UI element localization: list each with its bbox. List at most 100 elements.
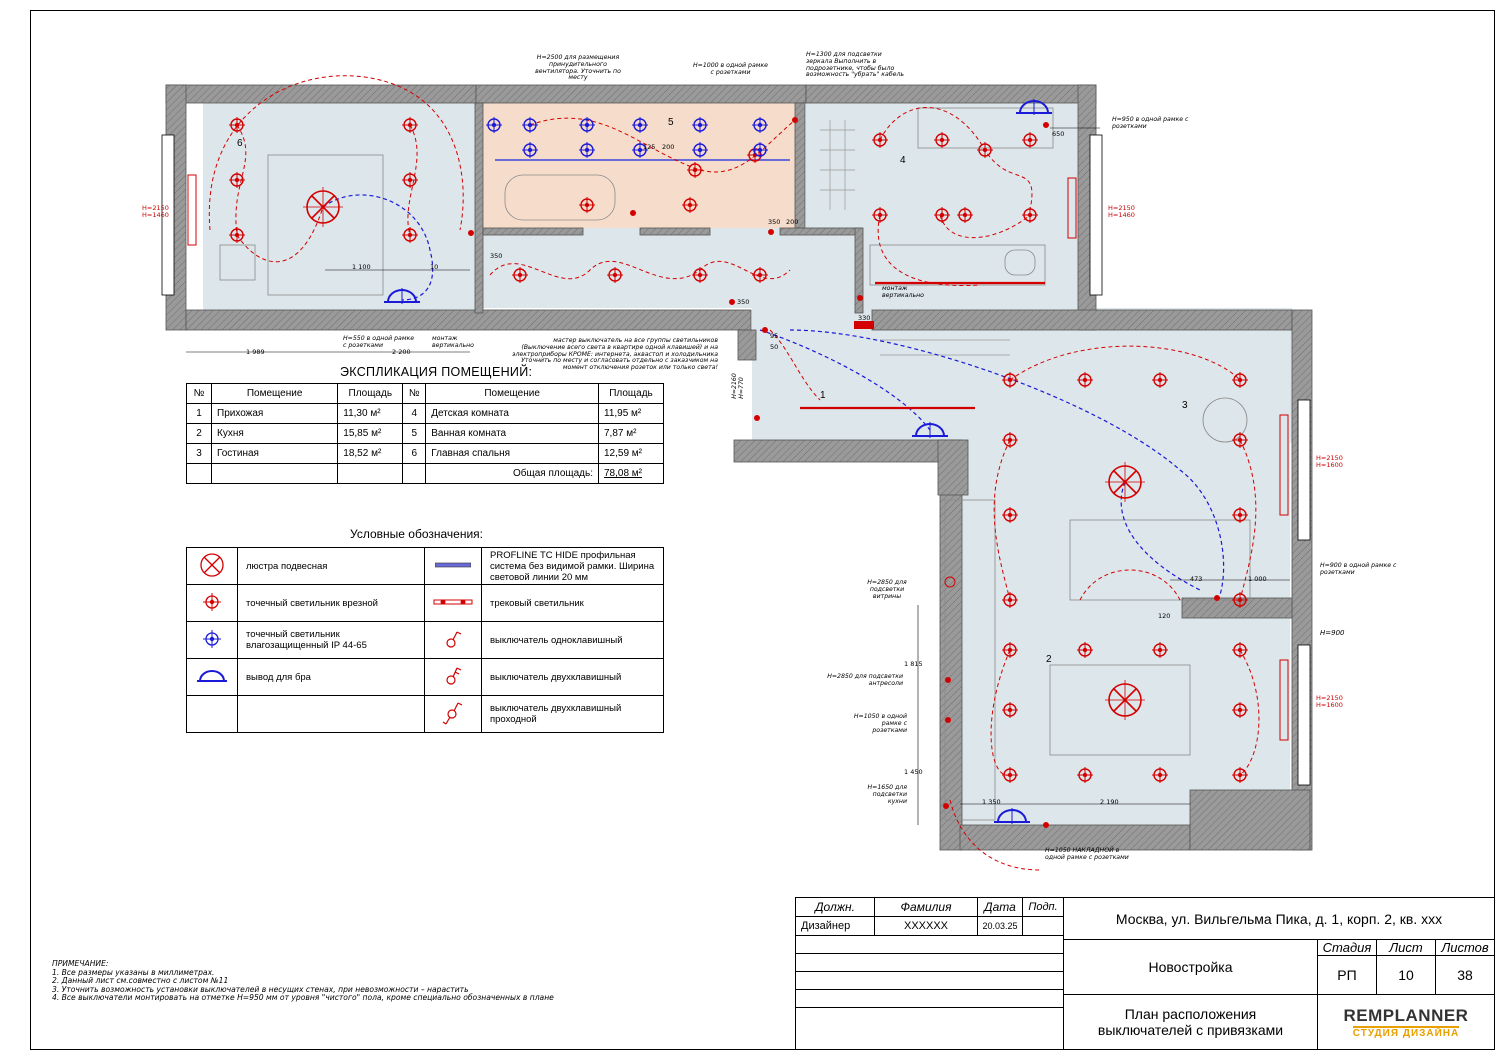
- stamp-sign: [1022, 916, 1064, 936]
- room-number-1: 1: [820, 390, 826, 401]
- room-number-6: 6: [237, 138, 243, 149]
- dim-label: 1 350: [982, 798, 1001, 806]
- explication-total-row: Общая площадь: 78,08 м²: [186, 463, 664, 484]
- legend-label: выключатель двухклавишный проходной: [481, 695, 664, 733]
- note-h900a: Н=900 в одной рамке с розетками: [1320, 562, 1397, 576]
- legend-label: люстра подвесная: [237, 547, 425, 585]
- table-row: 3 Гостиная 18,52 м² 6 Главная спальня 12…: [186, 443, 664, 464]
- dim-label: 350: [768, 218, 781, 226]
- sconce-outlet-icon: [186, 658, 238, 696]
- table-cell: 11,95 м²: [598, 403, 664, 424]
- legend-row: выключатель двухклавишный проходной: [186, 695, 664, 733]
- legend-row: точечный светильник врезной трековый све…: [186, 584, 664, 622]
- room-number-2: 2: [1046, 654, 1052, 665]
- note-fan: Н=2500 для размещения принудительного ве…: [535, 54, 621, 82]
- table-cell: 11,30 м²: [337, 403, 404, 424]
- table-cell: 12,59 м²: [598, 443, 664, 464]
- stamp-empty-row: [795, 971, 1064, 990]
- stamp-empty-row: [795, 953, 1064, 972]
- dim-label: 1 100: [352, 263, 371, 271]
- total-value: 78,08 м²: [598, 463, 664, 484]
- track-light-icon: [424, 584, 482, 622]
- stamp-address: Москва, ул. Вильгельма Пика, д. 1, корп.…: [1063, 897, 1495, 940]
- dim-label: 95: [770, 332, 779, 340]
- table-header: Площадь: [598, 383, 664, 404]
- note-h2850b: Н=2850 для подсветки антресоли: [827, 673, 903, 687]
- stamp-sheet: 10: [1376, 955, 1436, 995]
- double-switch-icon: [424, 658, 482, 696]
- dim-label: 1 000: [1248, 575, 1267, 583]
- legend-table: люстра подвесная PROFLINE TC HIDE профил…: [186, 547, 664, 733]
- stamp-header-surname: Фамилия: [874, 897, 978, 917]
- stamp-surname: XXXXXX: [874, 916, 978, 936]
- stamp-stage-header: Стадия: [1317, 939, 1377, 956]
- table-cell: 5: [402, 423, 427, 444]
- note-line: 1. Все размеры указаны в миллиметрах.: [52, 967, 215, 977]
- legend-label: [237, 695, 425, 733]
- explication-table: № Помещение Площадь № Помещение Площадь …: [186, 383, 664, 484]
- legend-label: трековый светильник: [481, 584, 664, 622]
- stamp-date: 20.03.25: [977, 916, 1023, 936]
- chandelier-icon: [186, 547, 238, 585]
- room-number-4: 4: [900, 155, 906, 166]
- note-h1050-overlay: Н=1050 НАКЛАДНОЙ в одной рамке с розетка…: [1045, 847, 1129, 861]
- note-h950: Н=950 в одной рамке с розетками: [1112, 116, 1189, 130]
- legend-row: точечный светильник влагозащищенный IP 4…: [186, 621, 664, 659]
- legend-label: выключатель двухклавишный: [481, 658, 664, 696]
- dim-label: 10: [430, 263, 439, 271]
- legend-label: точечный светильник влагозащищенный IP 4…: [237, 621, 425, 659]
- sheet-frame: [30, 10, 1495, 1050]
- waterproof-spot-icon: [186, 621, 238, 659]
- legend-label: точечный светильник врезной: [237, 584, 425, 622]
- dim-label: 330: [858, 314, 871, 322]
- dim-label: 50: [770, 343, 779, 351]
- note-h900: Н=900: [1320, 629, 1345, 637]
- dim-label: 350: [490, 252, 503, 260]
- logo-sub: СТУДИЯ ДИЗАЙНА: [1352, 1025, 1460, 1039]
- dim-label: 2 200: [392, 348, 411, 356]
- dim-label: 120: [1158, 612, 1171, 620]
- dim-window-height: Н=2150 Н=1600: [1316, 454, 1343, 469]
- legend-label: вывод для бра: [237, 658, 425, 696]
- note-vertical-2: монтаж вертикально: [882, 285, 924, 299]
- table-header: №: [402, 383, 427, 404]
- dim-label: 200: [786, 218, 799, 226]
- legend-title: Условные обозначения:: [350, 527, 483, 541]
- stamp-header-sign: Подп.: [1022, 897, 1064, 917]
- legend-label: выключатель одноклавишный: [481, 621, 664, 659]
- room-number-5: 5: [668, 117, 674, 128]
- table-cell: 15,85 м²: [337, 423, 404, 444]
- note-line: 4. Все выключатели монтировать на отметк…: [52, 993, 554, 1002]
- table-row: 1 Прихожая 11,30 м² 4 Детская комната 11…: [186, 403, 664, 424]
- stamp-header-role: Должн.: [795, 897, 875, 917]
- table-cell: Прихожая: [210, 403, 339, 424]
- legend-row: вывод для бра выключатель двухклавишный: [186, 658, 664, 696]
- dim-window-height: Н=2150 Н=1600: [1316, 694, 1343, 709]
- stamp-empty-row: [795, 1007, 1064, 1050]
- table-header: Помещение: [425, 383, 599, 404]
- dim-window-height: Н=2150 Н=1460: [1108, 204, 1135, 219]
- note-line: 2. Данный лист см.совместно с листом №11: [52, 976, 229, 985]
- stamp-stage: РП: [1317, 955, 1377, 995]
- table-row: 2 Кухня 15,85 м² 5 Ванная комната 7,87 м…: [186, 423, 664, 444]
- note-h1050: Н=1050 в одной рамке с розетками: [853, 713, 907, 734]
- table-cell: 18,52 м²: [337, 443, 404, 464]
- note-h550: Н=550 в одной рамке с розетками: [343, 335, 415, 349]
- notes-title: ПРИМЕЧАНИЕ:: [52, 959, 109, 968]
- stamp-sheets: 38: [1435, 955, 1495, 995]
- stamp-empty-row: [795, 989, 1064, 1008]
- stamp-building: Новостройка: [1063, 939, 1318, 995]
- note-h2160: Н=2160 Н=770: [731, 373, 745, 399]
- stamp-drawing-title: План расположения выключателей с привязк…: [1063, 994, 1318, 1050]
- legend-row: люстра подвесная PROFLINE TC HIDE профил…: [186, 547, 664, 585]
- table-header: №: [186, 383, 212, 404]
- recessed-spot-icon: [186, 584, 238, 622]
- note-mirror: Н=1300 для подсветки зеркала Выполнить в…: [806, 51, 905, 79]
- dim-label: 650: [1052, 130, 1065, 138]
- pass-switch-icon: [424, 695, 482, 733]
- table-cell: Детская комната: [425, 403, 599, 424]
- table-cell: 1: [186, 403, 212, 424]
- table-cell: 2: [186, 423, 212, 444]
- explication-title: ЭКСПЛИКАЦИЯ ПОМЕЩЕНИЙ:: [340, 365, 533, 379]
